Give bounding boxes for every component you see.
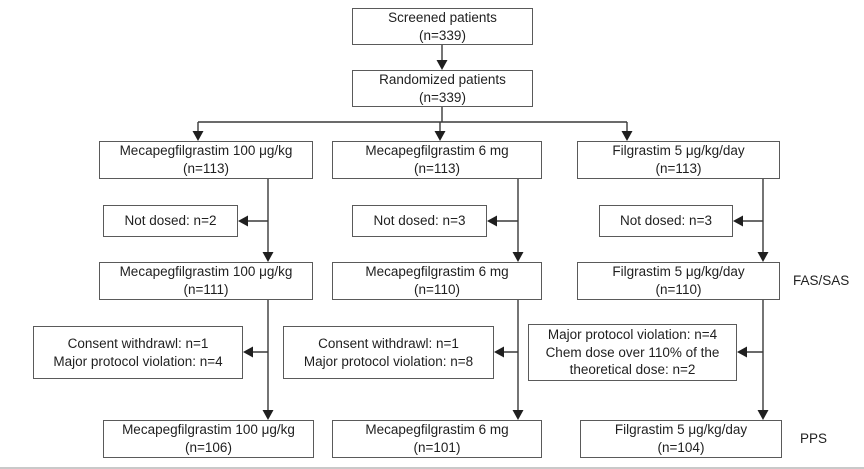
arrow-split-right xyxy=(621,131,633,141)
line-column3 xyxy=(743,179,764,411)
box-pps-1: Mecapegfilgrastim 100 μg/kg (n=106) xyxy=(103,420,314,458)
arrow-into-randomized xyxy=(436,60,448,70)
box-pps-2-label: Mecapegfilgrastim 6 mg xyxy=(365,422,509,438)
box-arm-3-label: Filgrastim 5 μg/kg/day xyxy=(612,143,745,159)
box-arm-1: Mecapegfilgrastim 100 μg/kg (n=113) xyxy=(99,141,313,179)
box-arm-1-label: Mecapegfilgrastim 100 μg/kg xyxy=(119,143,293,159)
arrow-col1-into-notdosed xyxy=(238,215,248,227)
box-screened-label: Screened patients xyxy=(388,9,497,25)
arrow-col1-into-exclusion xyxy=(243,346,253,358)
box-fas-3-n: (n=110) xyxy=(655,282,702,297)
box-exclusion-1-line1: Consent withdrawl: n=1 xyxy=(67,335,209,351)
box-arm-3: Filgrastim 5 μg/kg/day (n=113) xyxy=(577,141,780,179)
box-pps-3-label: Filgrastim 5 μg/kg/day xyxy=(614,422,748,438)
box-screened-n: (n=339) xyxy=(419,27,466,43)
fas-sas-label: FAS/SAS xyxy=(793,273,850,288)
box-exclusion-3-line2: Chem dose over 110% of the theoretical d… xyxy=(545,344,720,378)
box-fas-1: Mecapegfilgrastim 100 μg/kg (n=111) xyxy=(99,262,313,300)
box-pps-3-n: (n=104) xyxy=(657,440,705,455)
connector-paths xyxy=(197,45,764,411)
line-column2 xyxy=(497,179,519,411)
arrowheads xyxy=(192,60,769,420)
pps-label: PPS xyxy=(800,431,828,446)
box-not-dosed-3: Not dosed: n=3 xyxy=(599,205,733,237)
arrow-col2-into-pps xyxy=(512,410,524,420)
box-exclusion-2: Consent withdrawl: n=1 Major protocol vi… xyxy=(283,326,494,379)
arrow-col3-into-exclusion xyxy=(737,346,747,358)
line-randomized-split xyxy=(197,107,628,132)
bottom-rule xyxy=(0,467,864,469)
arrow-col3-into-notdosed xyxy=(733,215,743,227)
box-exclusion-1: Consent withdrawl: n=1 Major protocol vi… xyxy=(33,326,243,379)
arrow-col2-into-exclusion xyxy=(494,346,504,358)
box-fas-2-label: Mecapegfilgrastim 6 mg xyxy=(365,264,509,280)
box-arm-1-n: (n=113) xyxy=(183,161,229,176)
arrow-col2-into-notdosed xyxy=(487,215,497,227)
box-exclusion-3: Major protocol violation: n=4 Chem dose … xyxy=(528,324,737,381)
box-pps-1-label: Mecapegfilgrastim 100 μg/kg xyxy=(122,422,295,438)
box-randomized-label: Randomized patients xyxy=(379,71,506,87)
arrow-col3-into-pps xyxy=(757,410,769,420)
box-randomized-n: (n=339) xyxy=(419,89,466,105)
arrow-col2-into-fas xyxy=(512,252,524,262)
box-fas-2-n: (n=110) xyxy=(414,282,460,297)
box-not-dosed-1: Not dosed: n=2 xyxy=(103,205,238,237)
box-exclusion-2-line1: Consent withdrawl: n=1 xyxy=(318,335,459,351)
box-fas-1-n: (n=111) xyxy=(183,282,229,297)
box-exclusion-3-line1: Major protocol violation: n=4 xyxy=(547,327,718,343)
box-screened: Screened patients (n=339) xyxy=(352,8,533,45)
box-arm-3-n: (n=113) xyxy=(655,161,702,176)
arrow-col3-into-fas xyxy=(757,252,769,262)
box-exclusion-2-line2: Major protocol violation: n=8 xyxy=(303,353,474,369)
box-fas-3-label: Filgrastim 5 μg/kg/day xyxy=(612,264,745,280)
box-arm-2-label: Mecapegfilgrastim 6 mg xyxy=(365,143,509,159)
box-fas-3: Filgrastim 5 μg/kg/day (n=110) xyxy=(577,262,780,300)
box-arm-2-n: (n=113) xyxy=(414,161,460,176)
box-fas-2: Mecapegfilgrastim 6 mg (n=110) xyxy=(332,262,542,300)
arrow-col1-into-fas xyxy=(262,252,274,262)
arrow-col1-into-pps xyxy=(262,410,274,420)
line-column1 xyxy=(248,179,269,411)
box-fas-1-label: Mecapegfilgrastim 100 μg/kg xyxy=(119,264,293,280)
box-pps-3: Filgrastim 5 μg/kg/day (n=104) xyxy=(580,420,782,458)
box-arm-2: Mecapegfilgrastim 6 mg (n=113) xyxy=(332,141,542,179)
arrow-split-left xyxy=(192,131,204,141)
box-pps-2-n: (n=101) xyxy=(413,440,461,455)
arrow-split-middle xyxy=(434,131,446,141)
box-not-dosed-2: Not dosed: n=3 xyxy=(352,205,487,237)
box-pps-1-n: (n=106) xyxy=(185,440,232,455)
box-randomized: Randomized patients (n=339) xyxy=(352,70,533,107)
box-pps-2: Mecapegfilgrastim 6 mg (n=101) xyxy=(332,420,542,458)
box-exclusion-1-line2: Major protocol violation: n=4 xyxy=(53,353,223,369)
